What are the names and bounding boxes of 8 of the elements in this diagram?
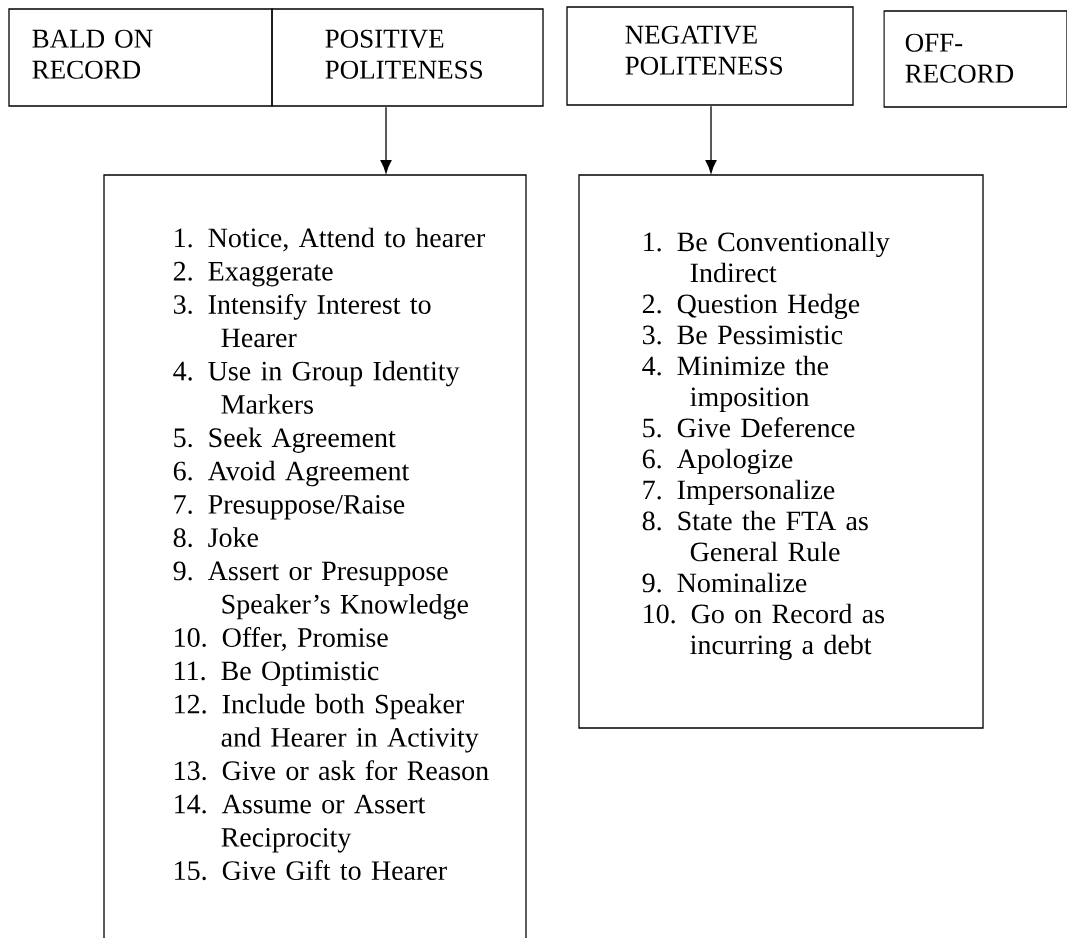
category-box: OFF-RECORD (883, 10, 1067, 108)
strategy-list-box: 1. Notice, Attend to hearer 2. Exaggerate 3. Intensify Interest to Hearer 4. Use in Group Identity Markers 5. Seek Agreement 6. Avoid Agreement 7. Presuppose/Raise 8. Joke 9. Assert or Presuppose Speaker’s Knowledge 10. Offer, Promise 11. Be Optimistic 12. Include both Speaker and Hearer in Activity 13. Give or ask for Reason 14. Assume or Assert Reciprocity 15. Give Gift to Hearer (103, 174, 527, 938)
category-box: BALD ON RECORD (8, 8, 273, 107)
category-box: NEGATIVE POLITENESS (566, 6, 854, 106)
strategy-list-box: 1. Be Conventionally Indirect 2. Question Hedge 3. Be Pessimistic 4. Minimize the imposition 5. Give Deference 6. Apologize 7. Impersonalize 8. State the FTA as General Rule 9. Nominalize 10. Go on Record as incurring a debt (578, 174, 984, 729)
arrow (705, 105, 717, 174)
arrow (380, 106, 392, 174)
category-box: POSITIVE POLITENESS (271, 8, 544, 107)
